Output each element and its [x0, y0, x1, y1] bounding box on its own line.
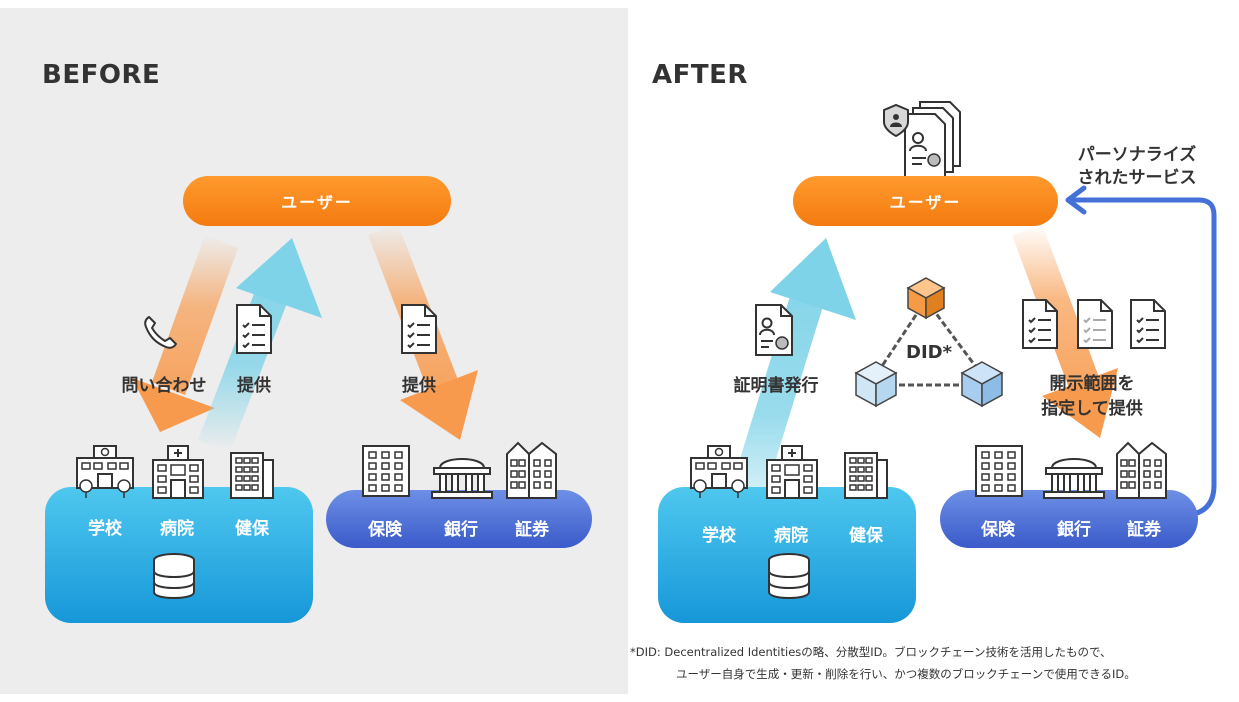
securities-icon	[506, 441, 557, 499]
after-heading: AFTER	[652, 60, 748, 90]
before-inquiry-label: 問い合わせ	[121, 376, 207, 396]
school-icon	[76, 445, 134, 498]
certificate-stack-icon	[883, 101, 961, 179]
document-icon	[1022, 299, 1058, 349]
after-issue-label: 証明書発行	[733, 376, 819, 396]
org-label-securities: 証券	[1127, 520, 1161, 540]
org-label-school: 学校	[88, 519, 122, 539]
bank-icon	[431, 458, 493, 499]
insurance-company-icon	[362, 445, 410, 497]
before-provide-left-label: 提供	[237, 376, 271, 396]
org-label-hospital: 病院	[160, 519, 194, 539]
before-target-panel	[326, 490, 592, 548]
school-icon	[690, 445, 748, 498]
before-inquiry-arrow	[132, 235, 238, 432]
org-label-bank: 銀行	[444, 520, 478, 540]
hospital-icon	[152, 445, 204, 499]
database-icon	[768, 553, 810, 600]
did-label: DID*	[906, 342, 952, 363]
org-label-securities: 証券	[515, 520, 549, 540]
after-user-pill: ユーザー	[793, 176, 1058, 226]
org-label-hospital: 病院	[774, 526, 808, 546]
did-blockchain-icon	[854, 277, 1004, 408]
org-label-bank: 銀行	[1057, 520, 1091, 540]
phone-icon	[144, 316, 177, 349]
org-label-health-insurance: 健保	[849, 526, 883, 546]
after-disclose-label-line2: 指定して提供	[1041, 399, 1143, 419]
after-disclose-label-line1: 開示範囲を	[1049, 374, 1135, 394]
insurance-office-icon	[844, 452, 888, 499]
before-heading: BEFORE	[42, 60, 161, 90]
document-icon	[236, 304, 272, 354]
after-personalized-arrow	[1065, 185, 1217, 518]
hospital-icon	[766, 445, 818, 499]
before-provide-right-label: 提供	[402, 376, 436, 396]
after-target-panel	[940, 490, 1198, 548]
after-disclose-arrow	[1012, 224, 1118, 438]
footnote-line2: ユーザー自身で生成・更新・削除を行い、かつ複数のブロックチェーンで使用できるID…	[676, 667, 1136, 681]
database-icon	[153, 553, 195, 600]
org-label-health-insurance: 健保	[235, 519, 269, 539]
certificate-icon	[755, 304, 793, 356]
org-label-insurance: 保険	[368, 520, 402, 540]
bank-icon	[1043, 458, 1105, 499]
personalized-label-line1: パーソナライズ	[1077, 145, 1197, 165]
document-icon	[401, 304, 437, 354]
org-label-insurance: 保険	[981, 520, 1015, 540]
before-user-pill: ユーザー	[183, 176, 451, 226]
org-label-school: 学校	[702, 526, 736, 546]
document-icon	[1077, 299, 1113, 349]
securities-icon	[1116, 441, 1167, 499]
insurance-company-icon	[975, 445, 1023, 497]
document-icon	[1130, 299, 1166, 349]
insurance-office-icon	[230, 452, 274, 499]
personalized-label-line2: されたサービス	[1077, 168, 1197, 188]
footnote-line1: *DID: Decentralized Identitiesの略、分散型ID。ブ…	[630, 645, 1112, 659]
